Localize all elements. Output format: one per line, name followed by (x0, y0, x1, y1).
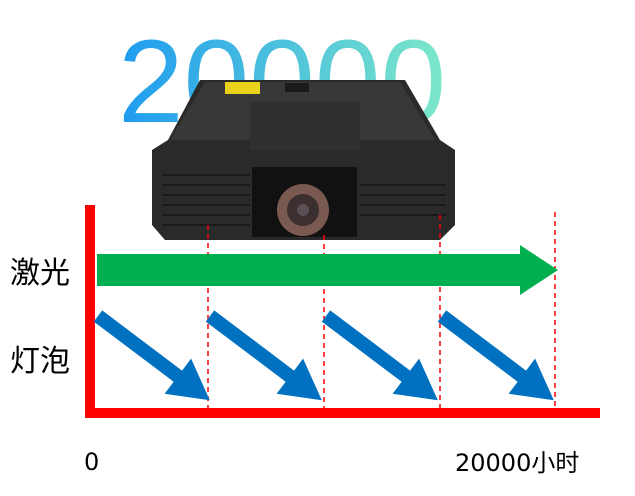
time-gridlines (207, 212, 556, 408)
axis-end-label: 20000小时 (455, 449, 580, 477)
y-axis (85, 205, 95, 418)
laser-label: 激光 (10, 256, 70, 291)
lamp-label: 灯泡 (10, 344, 70, 379)
laser-arrow (97, 245, 558, 295)
lamp-arrow-1 (93, 310, 210, 401)
lamp-arrow-2 (205, 310, 322, 401)
lamp-arrow-4 (437, 310, 554, 401)
lamp-arrows (93, 310, 554, 401)
axis-start-label: 0 (84, 448, 100, 476)
projector-image (152, 80, 455, 240)
lamp-arrow-3 (321, 310, 438, 401)
x-axis (85, 408, 600, 418)
warning-label-icon (225, 82, 260, 94)
